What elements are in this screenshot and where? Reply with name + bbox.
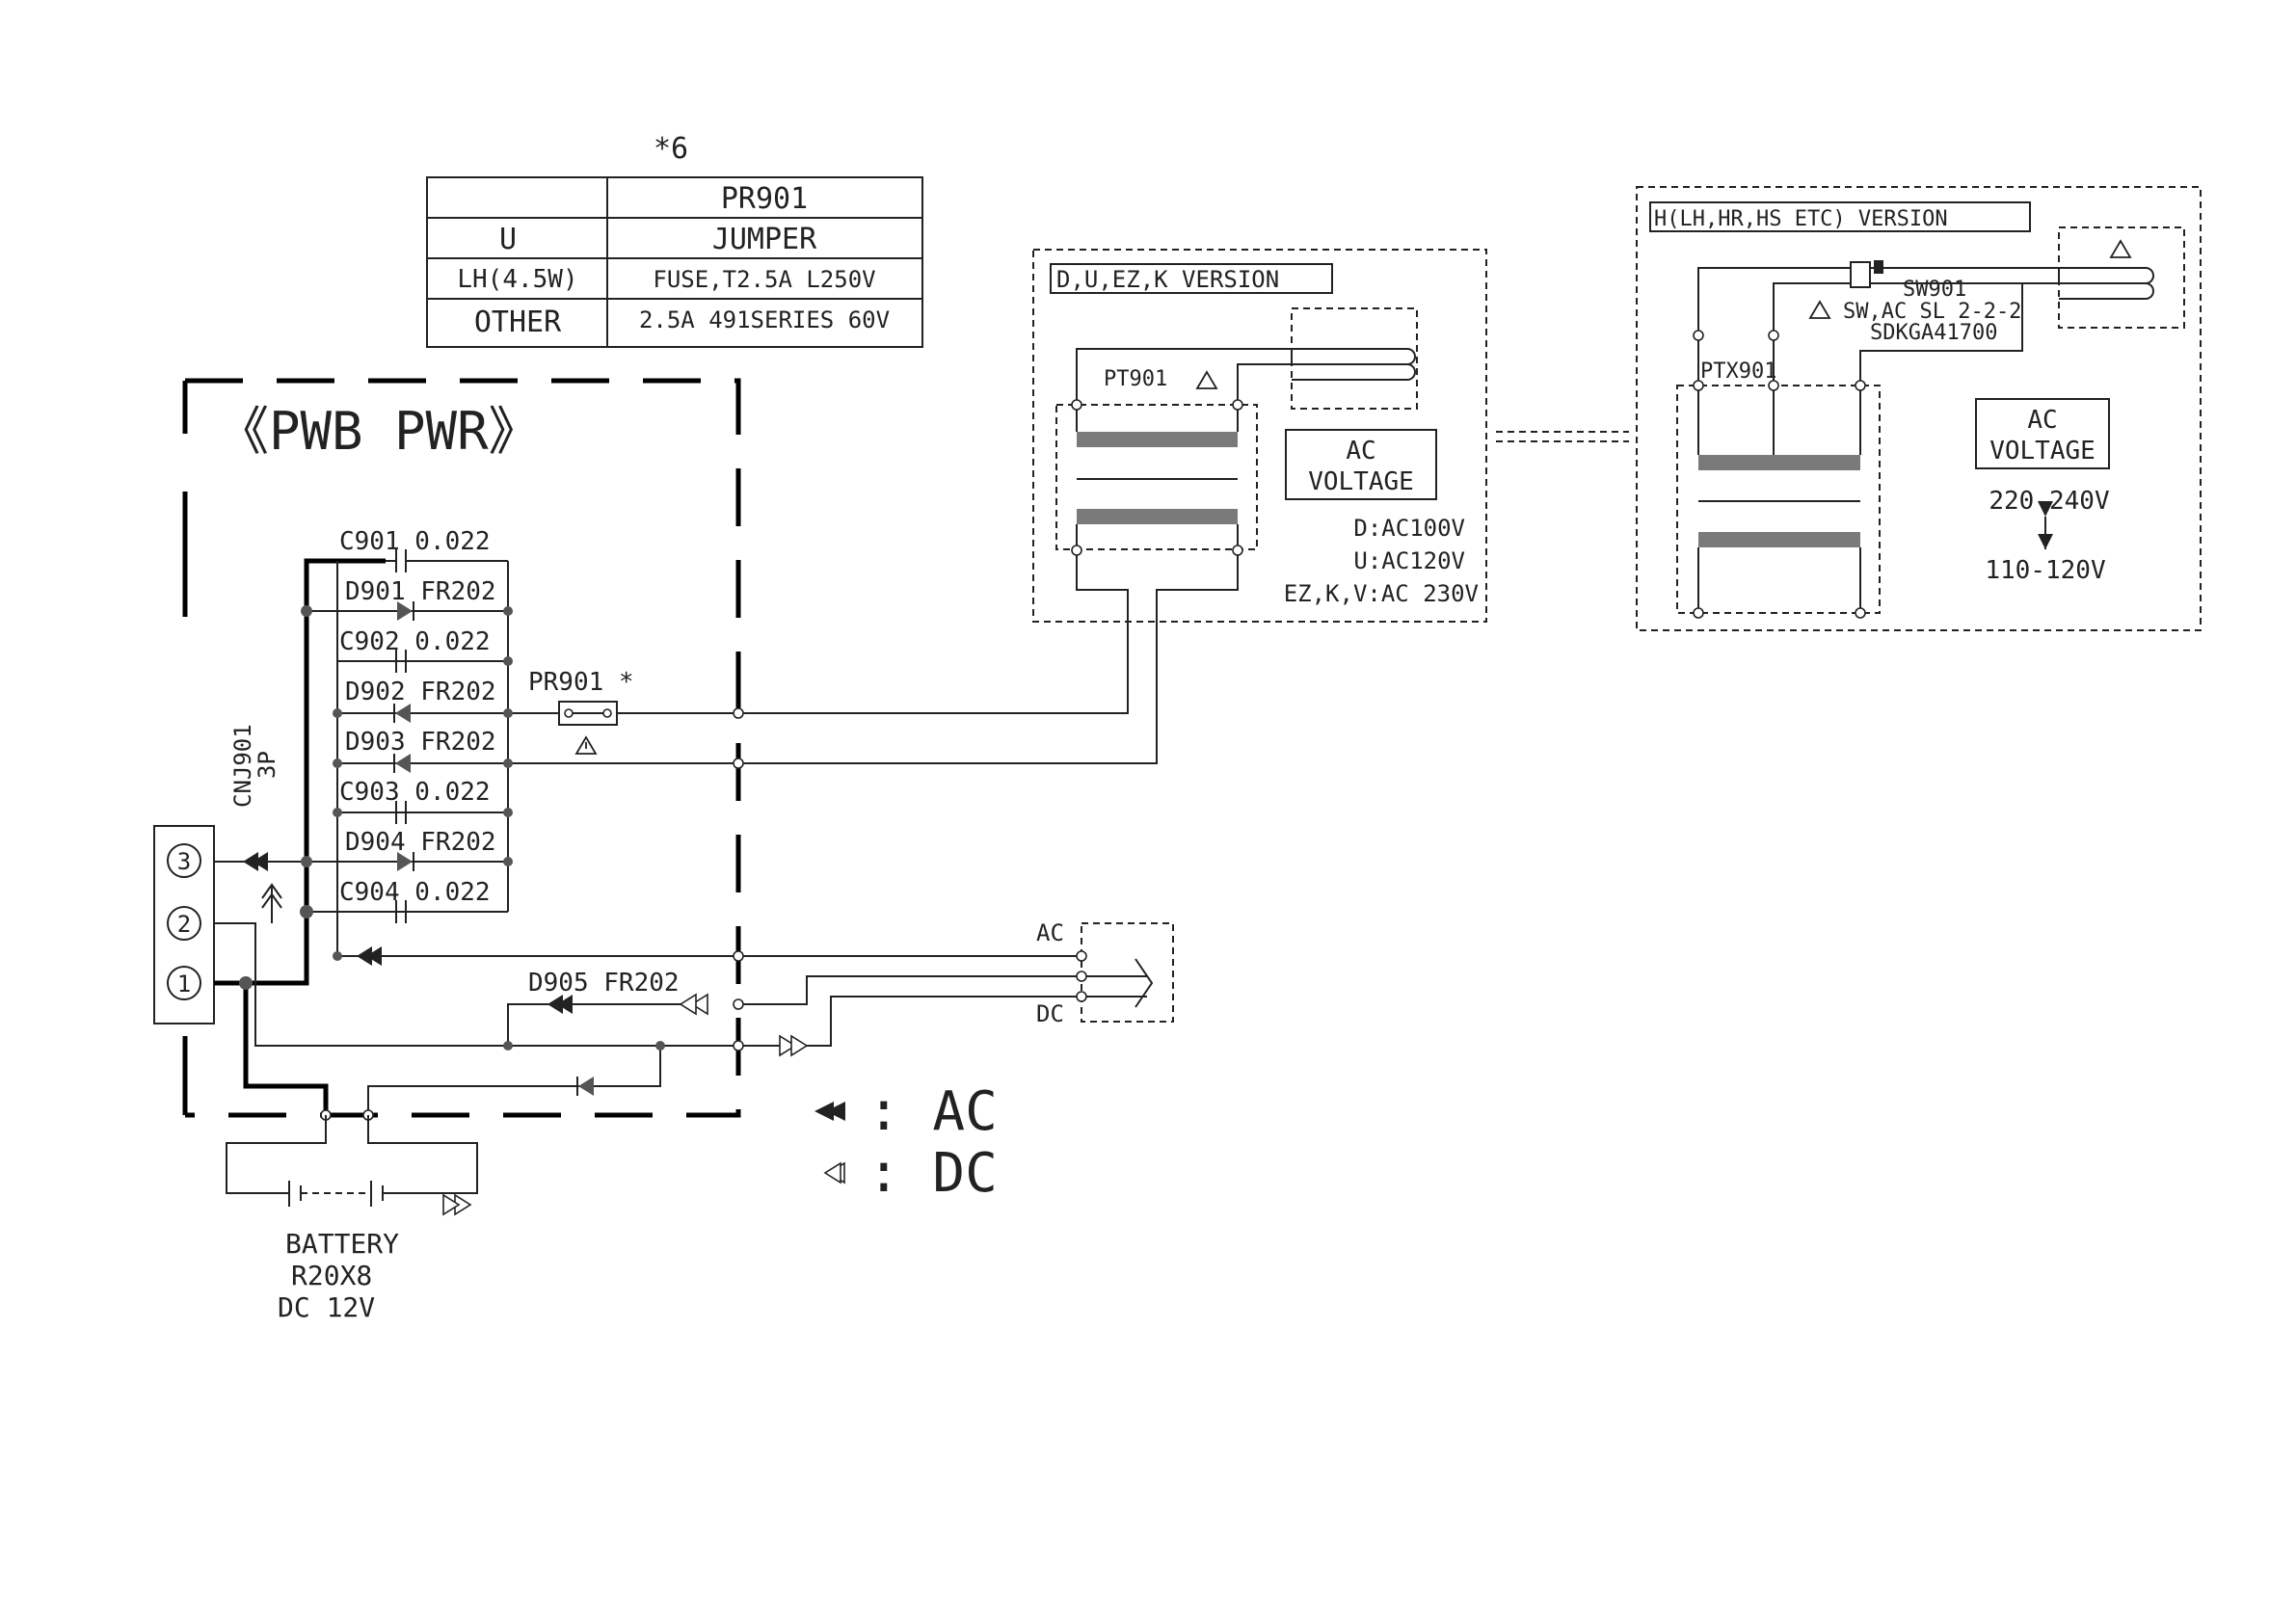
capacitors (395, 549, 407, 923)
battery-label: BATTERY (285, 1228, 399, 1260)
legend-ac: : AC (868, 1080, 998, 1143)
version-link (1496, 431, 1629, 442)
table-row-u-label: U (499, 223, 517, 256)
capacitor-c901 (395, 549, 407, 572)
legend: : AC : DC (814, 1080, 998, 1205)
dc-flow-arrows (442, 993, 809, 1216)
diode-d901 (397, 601, 414, 621)
connector-pin-3 (167, 843, 201, 878)
sw901-desc: SW,AC SL 2-2-2 (1843, 300, 2021, 324)
version-d-title: D,U,EZ,K VERSION (1056, 266, 1279, 293)
voltage-low: 110-120V (1985, 556, 2105, 585)
version-h-ac-label: AC (2027, 406, 2057, 435)
sw901-label: SW901 (1903, 278, 1966, 302)
label-pr901: PR901 * (528, 668, 634, 697)
connector-name: CNJ901 (229, 724, 256, 808)
diode-d904 (397, 852, 414, 871)
pin-1-label: 1 (177, 971, 191, 998)
table-note-mark: *6 (654, 132, 688, 166)
battery-voltage: DC 12V (278, 1291, 375, 1323)
table-row-other-value: 2.5A 491SERIES 60V (639, 306, 890, 333)
pwb-title: 《PWB PWR》 (217, 401, 541, 462)
pr901-table: *6 PR901 U JUMPER LH(4.5W) FUSE,T2.5A L2… (426, 132, 923, 348)
sw901-part: SDKGA41700 (1870, 321, 1997, 345)
voltage-high: 220-240V (1989, 487, 2109, 516)
ac-inlet: AC DC (1036, 919, 1174, 1027)
table-row-lh-label: LH(4.5W) (457, 265, 577, 294)
connector-pin-2 (167, 906, 201, 941)
battery-spec: R20X8 (291, 1260, 372, 1291)
pt901-label: PT901 (1104, 367, 1167, 391)
label-d904: D904 FR202 (345, 828, 496, 857)
diode-d902 (393, 704, 411, 723)
label-c904: C904 0.022 (339, 878, 491, 907)
table-header-pr901: PR901 (721, 182, 808, 216)
table-row-lh-value: FUSE,T2.5A L250V (653, 266, 875, 293)
legend-dc: : DC (868, 1142, 998, 1205)
battery: BATTERY R20X8 DC 12V (226, 1115, 478, 1323)
pwb-pwr-board: 《PWB PWR》 (182, 378, 741, 1118)
table-row-other-label: OTHER (474, 306, 562, 339)
inlet-dc-label: DC (1036, 1000, 1064, 1027)
capacitor-c902 (395, 650, 407, 673)
component-labels: C901 0.022 D901 FR202 C902 0.022 D902 FR… (339, 527, 680, 998)
label-d905: D905 FR202 (528, 969, 680, 998)
voltage-ezkv: EZ,K,V:AC 230V (1284, 580, 1479, 607)
capacitor-c904 (395, 900, 407, 923)
version-h-voltage-label: VOLTAGE (1989, 437, 2096, 466)
connector-cnj901: 3 2 1 CNJ901 3P (153, 724, 280, 1024)
diodes (393, 601, 594, 1096)
voltage-u: U:AC120V (1353, 547, 1465, 574)
label-c901: C901 0.022 (339, 527, 491, 556)
inlet-ac-label: AC (1036, 919, 1064, 946)
diode-d905 (576, 1077, 594, 1096)
warning-icon (574, 735, 598, 755)
voltage-d: D:AC100V (1353, 515, 1465, 542)
ptx901-label: PTX901 (1700, 359, 1776, 384)
version-h-title: H(LH,HR,HS ETC) VERSION (1654, 207, 1948, 231)
version-h-box: H(LH,HR,HS ETC) VERSION SW901 SW,AC SL 2… (1636, 186, 2202, 631)
label-d903: D903 FR202 (345, 728, 496, 757)
warning-icon (1195, 370, 1218, 389)
table-row-u-value: JUMPER (712, 223, 817, 256)
label-d901: D901 FR202 (345, 577, 496, 606)
capacitor-c903 (395, 801, 407, 824)
diode-d903 (393, 754, 411, 773)
fuse-pr901 (558, 701, 618, 726)
label-c902: C902 0.022 (339, 627, 491, 656)
connector-pin-1 (167, 966, 201, 1000)
version-d-ac-label: AC (1346, 437, 1375, 466)
connector-pins-label: 3P (254, 751, 280, 779)
label-d902: D902 FR202 (345, 678, 496, 706)
pin-3-label: 3 (177, 848, 191, 875)
version-d-box: D,U,EZ,K VERSION PT901 AC VOLTAGE D:AC10… (1032, 249, 1487, 623)
pin-2-label: 2 (177, 911, 191, 938)
warning-icon (1808, 300, 1831, 319)
version-d-voltage-label: VOLTAGE (1308, 467, 1414, 496)
warning-icon (2109, 239, 2132, 258)
label-c903: C903 0.022 (339, 778, 491, 807)
ac-flow-arrows (243, 852, 573, 1014)
